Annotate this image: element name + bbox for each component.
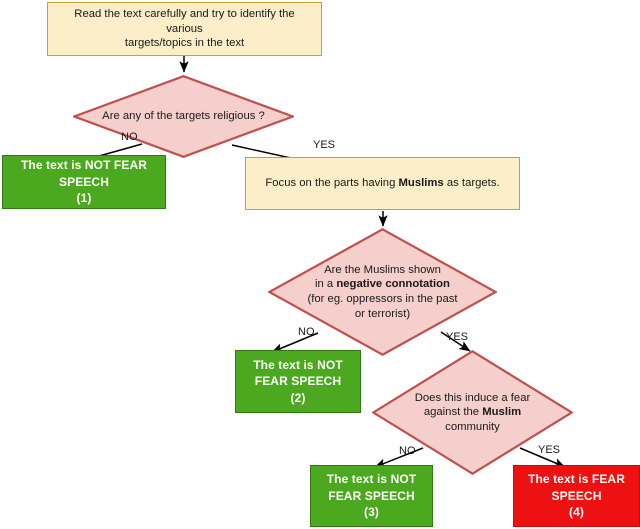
edge-d2-no-to-out2	[271, 332, 319, 353]
decision1-label: Are any of the targets religious ?	[73, 75, 294, 158]
out2-line3: (2)	[290, 390, 306, 405]
node-focus-process[interactable]: Focus on the parts having Muslims as tar…	[245, 157, 520, 210]
out1-line2: SPEECH	[59, 174, 109, 189]
diamond-shape-icon	[73, 75, 294, 158]
edge-d3-yes-to-out4	[519, 447, 566, 468]
out4-line1: The text is FEAR	[528, 472, 625, 487]
out3-line3: (3)	[364, 505, 379, 520]
out2-line1: The text is NOT	[253, 357, 343, 372]
edge-d2-yes-to-d3	[440, 331, 471, 352]
decision2-line4: or terrorist)	[354, 307, 411, 320]
decision3-line3: community	[445, 420, 500, 433]
diamond-shape-icon	[372, 350, 573, 475]
node-outcome-fear-speech-4[interactable]: The text is FEAR SPEECH (4)	[513, 465, 640, 527]
edge-d3-no-to-out3	[374, 447, 424, 468]
focus-pre: Focus on the parts having	[265, 177, 399, 190]
decision2-line2-bold: negative connotation	[336, 278, 450, 291]
out3-line2: FEAR SPEECH	[328, 488, 415, 503]
node-start-process[interactable]: Read the text carefully and try to ident…	[47, 2, 322, 56]
focus-bold: Muslims	[398, 177, 444, 190]
decision3-line1: Does this induce a fear	[414, 391, 531, 404]
decision1-line1: Are any of the targets religious ?	[102, 110, 265, 123]
start-line1: Read the text carefully and try to ident…	[74, 8, 295, 35]
node-decision-negative-connotation[interactable]: Are the Muslims shown in a negative conn…	[268, 228, 497, 356]
diamond-shape-icon	[268, 228, 497, 356]
out1-line1: The text is NOT FEAR	[20, 158, 147, 173]
node-outcome-not-fear-speech-2[interactable]: The text is NOT FEAR SPEECH (2)	[235, 350, 361, 413]
out1-line3: (1)	[76, 191, 92, 206]
decision3-line2-bold: Muslim	[482, 406, 522, 419]
node-decision-targets-religious[interactable]: Are any of the targets religious ?	[73, 75, 294, 158]
out2-line2: FEAR SPEECH	[254, 374, 342, 389]
edge-label-d1-no: NO	[121, 131, 138, 143]
decision3-label: Does this induce a fear against the Musl…	[372, 350, 573, 475]
node-outcome-not-fear-speech-1[interactable]: The text is NOT FEAR SPEECH (1)	[2, 155, 166, 209]
edge-label-d1-yes: YES	[313, 139, 336, 151]
out4-line2: SPEECH	[551, 488, 602, 503]
out3-line1: The text is NOT	[326, 472, 417, 487]
decision2-line2-pre: in a	[315, 278, 337, 291]
focus-post: as targets.	[443, 177, 500, 190]
node-outcome-not-fear-speech-3[interactable]: The text is NOT FEAR SPEECH (3)	[310, 465, 433, 527]
edge-label-d2-no: NO	[298, 326, 315, 338]
out4-line3: (4)	[569, 505, 584, 520]
node-decision-induce-fear[interactable]: Does this induce a fear against the Musl…	[372, 350, 573, 475]
start-line2: targets/topics in the text	[124, 37, 245, 50]
decision3-line2-pre: against the	[423, 406, 483, 419]
edge-label-d3-no: NO	[399, 445, 416, 457]
edge-label-d2-yes: YES	[446, 331, 469, 343]
decision2-line3: (for eg. oppressors in the past	[307, 293, 458, 305]
decision2-label: Are the Muslims shown in a negative conn…	[268, 228, 497, 356]
edge-label-d3-yes: YES	[538, 444, 561, 456]
decision2-line1: Are the Muslims shown	[324, 263, 441, 276]
